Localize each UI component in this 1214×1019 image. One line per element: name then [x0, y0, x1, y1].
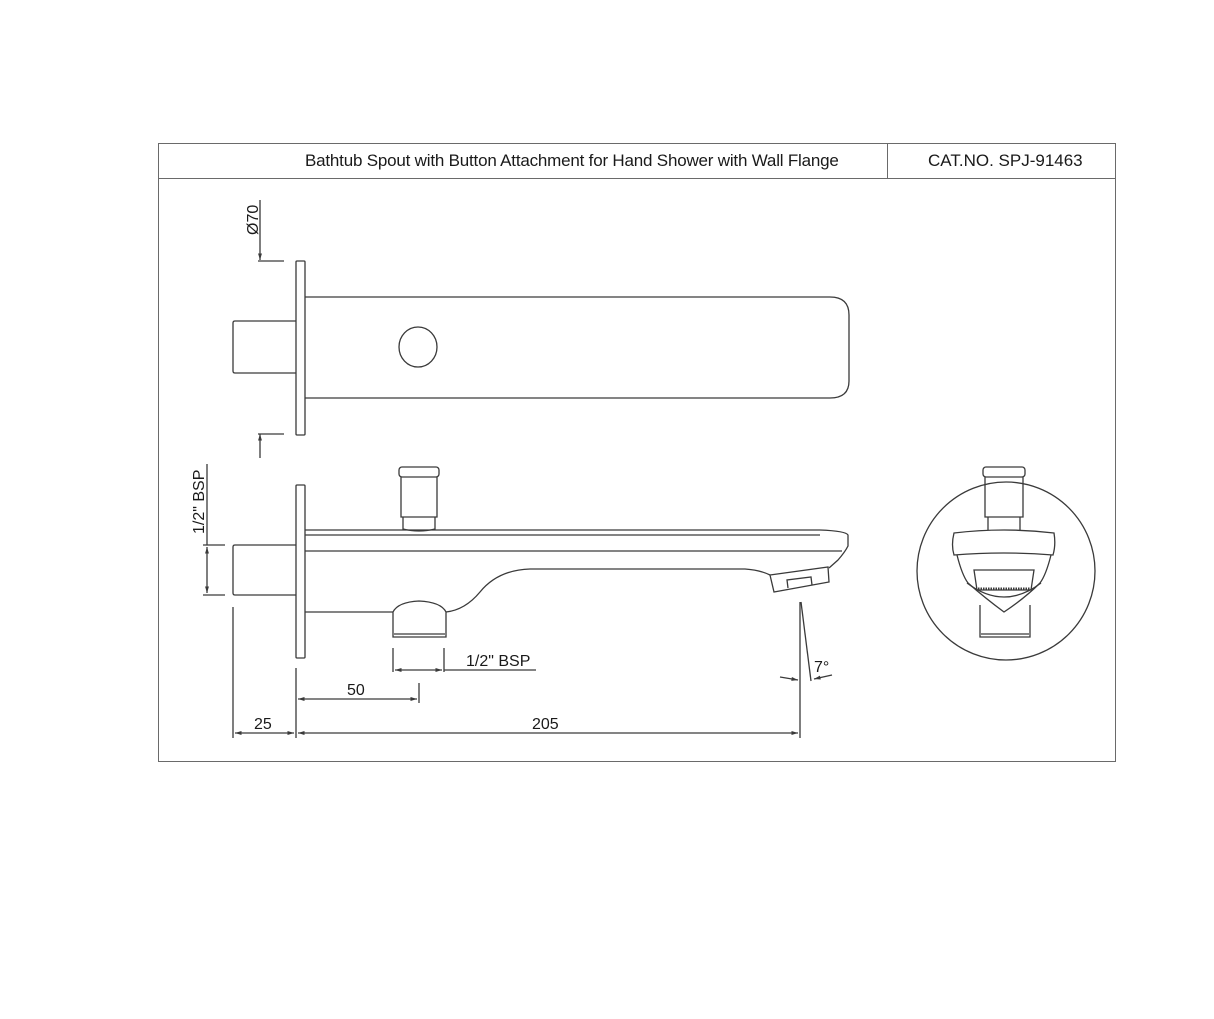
detail-circle [916, 481, 1096, 661]
spout-underside-curve [445, 568, 771, 613]
front-spout-bowl [966, 582, 1042, 598]
aerator-insert [786, 576, 813, 589]
front-spout-top [951, 529, 1056, 556]
inlet-stub-top [232, 320, 296, 374]
flange-top [295, 260, 306, 436]
diverter-knob-cap [398, 466, 440, 478]
front-knob-body [984, 477, 1024, 518]
dim-spout-angle: 7° [814, 659, 829, 676]
front-view [916, 466, 1096, 661]
front-aerator [973, 569, 1035, 591]
diverter-knob-body [400, 477, 438, 518]
diverter-knob-stem [402, 517, 436, 532]
inlet-stub-side [232, 544, 296, 596]
side-view: 1/2" BSP 1/2" BSP 50 25 205 7° [191, 464, 849, 738]
dim-angle-arrow-right [813, 674, 833, 680]
drawing-frame: Bathtub Spout with Button Attachment for… [158, 143, 1116, 762]
catalog-number: CAT.NO. SPJ-91463 [928, 151, 1083, 170]
aerator-housing [769, 566, 830, 593]
title-block: Bathtub Spout with Button Attachment for… [159, 144, 1115, 179]
dim-inlet-length: 25 [254, 716, 272, 733]
spout-body-top [305, 296, 850, 399]
dim-spout-projection: 205 [532, 716, 559, 733]
flange-side [295, 484, 306, 659]
dim-angle-arrow-left [779, 676, 799, 681]
dim-inlet-thread: 1/2" BSP [191, 470, 208, 534]
dim-outlet-offset: 50 [347, 682, 365, 699]
drawing-title: Bathtub Spout with Button Attachment for… [305, 151, 839, 170]
front-knob-cap [982, 466, 1026, 478]
dim-flange-diameter: Ø70 [245, 205, 262, 235]
front-knob-stem [987, 517, 1021, 530]
hand-shower-outlet [392, 600, 447, 638]
spout-nose [819, 529, 849, 569]
catalog-cell: CAT.NO. SPJ-91463 [887, 144, 1116, 178]
top-view: Ø70 [232, 200, 850, 458]
dim-angle-line [800, 601, 812, 682]
diverter-button-top [398, 326, 438, 368]
dim-outlet-thread: 1/2" BSP [466, 653, 530, 670]
front-spout-body [956, 554, 1052, 613]
front-inlet [979, 605, 1031, 638]
